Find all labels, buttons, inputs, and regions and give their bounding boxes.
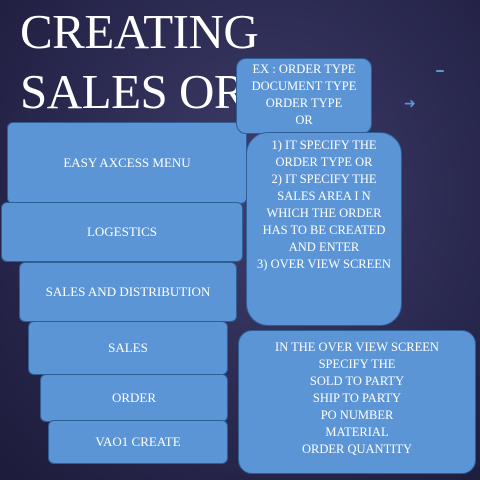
- example-line: DOCUMENT TYPE: [251, 79, 357, 93]
- overview-heading: IN THE OVER VIEW SCREEN SPECIFY THE: [275, 340, 439, 371]
- specify-item: 3) OVER VIEW SCREEN: [257, 257, 391, 271]
- overview-field: SOLD TO PARTY: [309, 374, 405, 388]
- specify-list: 1) IT SPECIFY THE ORDER TYPE OR 2) IT SP…: [257, 137, 391, 273]
- menu-step-va01-create: VAO1 CREATE: [48, 420, 228, 464]
- right-arrow-icon: ➜: [404, 97, 416, 112]
- overview-field: PO NUMBER: [320, 408, 394, 422]
- decorative-dash: [436, 70, 444, 72]
- overview-field: ORDER QUANTITY: [301, 442, 413, 456]
- overview-callout: IN THE OVER VIEW SCREEN SPECIFY THE SOLD…: [238, 330, 476, 474]
- specify-item: 1) IT SPECIFY THE ORDER TYPE OR: [271, 138, 377, 169]
- example-line: EX : ORDER TYPE: [252, 62, 356, 76]
- menu-step-sales: SALES: [28, 321, 228, 375]
- menu-step-easy-access: EASY AXCESS MENU: [7, 122, 247, 204]
- specify-callout: 1) IT SPECIFY THE ORDER TYPE OR 2) IT SP…: [246, 132, 402, 326]
- overview-field: SHIP TO PARTY: [312, 391, 402, 405]
- example-callout: EX : ORDER TYPE DOCUMENT TYPE ORDER TYPE…: [236, 58, 372, 134]
- menu-step-logistics: LOGESTICS: [1, 202, 243, 262]
- example-line: OR: [295, 113, 313, 127]
- specify-item: 2) IT SPECIFY THE SALES AREA I N WHICH T…: [262, 172, 386, 254]
- menu-step-order: ORDER: [40, 374, 228, 422]
- overview-field: MATERIAL: [325, 425, 389, 439]
- example-line: ORDER TYPE: [265, 96, 343, 110]
- menu-step-sales-distribution: SALES AND DISTRIBUTION: [19, 262, 237, 322]
